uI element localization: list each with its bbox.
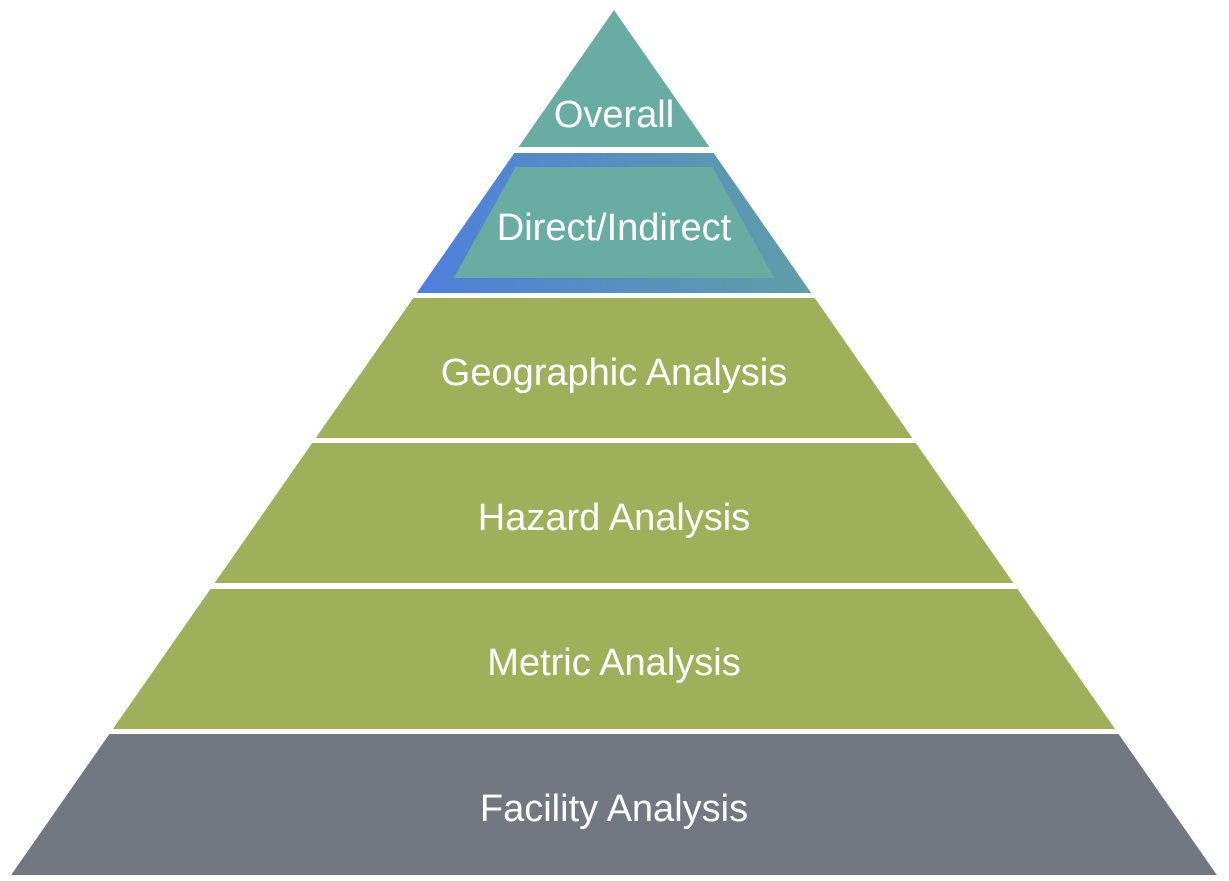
level-hazard-analysis-label: Hazard Analysis	[478, 497, 750, 539]
level-hazard-analysis-band	[214, 443, 1014, 583]
level-facility-analysis-band	[11, 734, 1217, 875]
level-geographic-analysis-band	[315, 298, 913, 438]
level-facility-analysis-label: Facility Analysis	[480, 788, 748, 830]
level-geographic-analysis-label: Geographic Analysis	[441, 352, 787, 394]
level-overall-band	[518, 10, 710, 147]
level-metric-analysis-label: Metric Analysis	[487, 642, 740, 684]
level-metric-analysis-band	[112, 589, 1116, 729]
level-direct-indirect-label: Direct/Indirect	[497, 207, 732, 249]
level-overall-label: Overall	[554, 94, 674, 136]
level-direct-indirect-band	[453, 167, 775, 278]
